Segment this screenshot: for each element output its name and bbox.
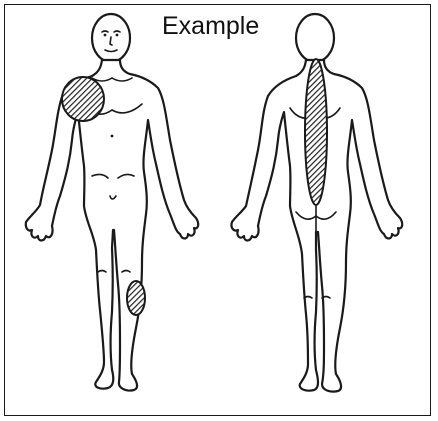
back-head: [296, 14, 334, 62]
marked-region-lower-leg: [127, 281, 145, 315]
marked-region-shoulder: [62, 77, 104, 121]
front-figure: [26, 14, 198, 391]
caption-example: Example: [162, 14, 259, 39]
marked-region-spine: [305, 59, 327, 205]
back-figure: [231, 14, 402, 392]
